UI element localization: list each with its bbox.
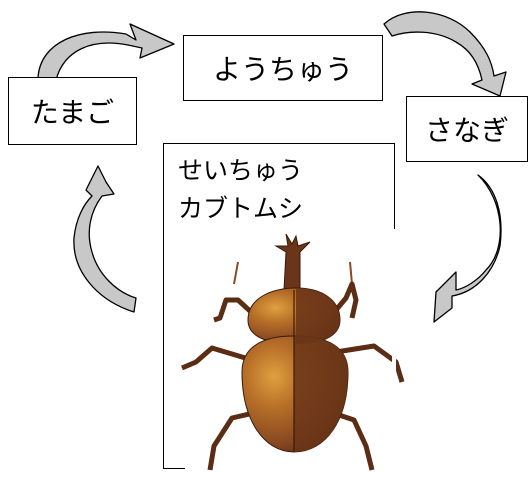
stage-adult-label: せいちゅう カブトムシ <box>178 152 303 228</box>
frame-gap <box>392 229 396 474</box>
rhinoceros-beetle-icon <box>181 233 405 471</box>
arrow-adult-to-egg-icon <box>73 165 137 313</box>
stage-pupa-label: さなぎ <box>406 96 528 162</box>
adult-label-line2: カブトムシ <box>178 194 304 223</box>
arrow-pupa-to-adult-icon <box>433 174 502 323</box>
stage-egg-label: たまご <box>8 77 137 145</box>
adult-label-line1: せいちゅう <box>178 156 304 185</box>
stage-adult-frame <box>162 143 396 474</box>
arrow-larva-to-pupa-icon <box>383 11 507 97</box>
stage-larva-label: ようちゅう <box>183 35 383 101</box>
arrow-egg-to-larva-icon <box>37 23 175 81</box>
frame-bottom-tick <box>162 468 185 469</box>
